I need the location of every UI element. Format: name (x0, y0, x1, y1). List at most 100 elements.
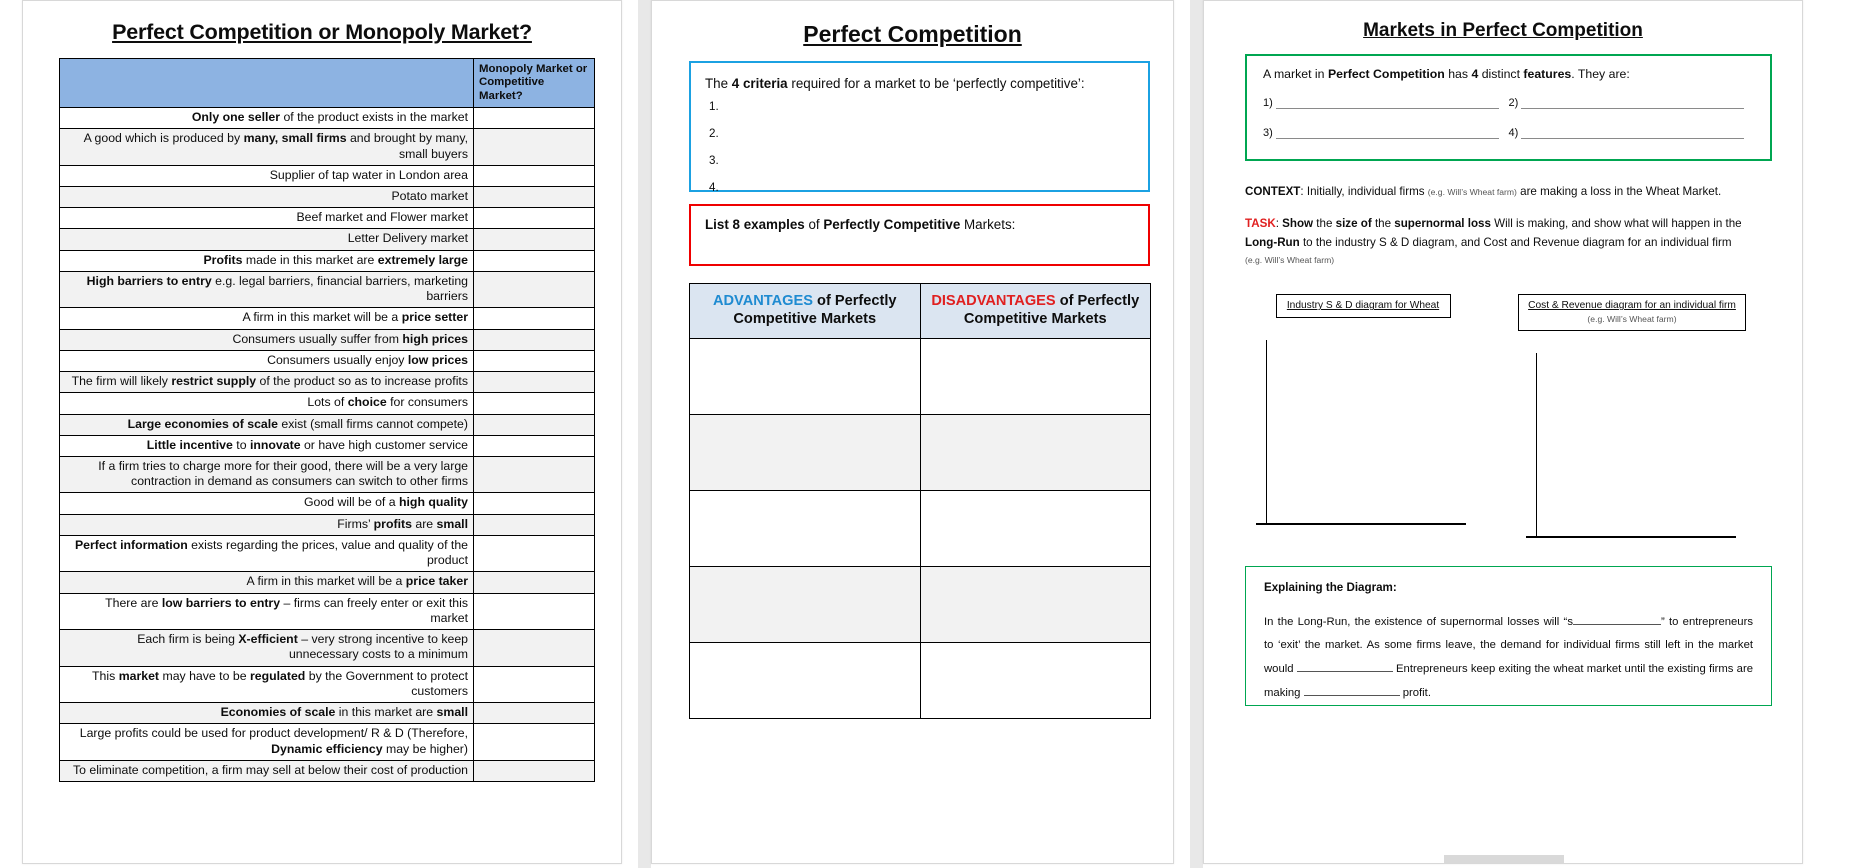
criteria-item[interactable]: 3. (709, 154, 719, 167)
advantage-cell[interactable] (689, 489, 921, 567)
left-gutter (0, 0, 22, 868)
statement-cell: If a firm tries to charge more for their… (59, 456, 474, 494)
table-row: Large profits could be used for product … (59, 723, 595, 761)
statement-cell: Potato market (59, 185, 474, 209)
feature-answer-item[interactable]: 1) (1263, 97, 1509, 109)
firm-diagram-axes[interactable] (1518, 352, 1748, 538)
table-row: Perfect information exists regarding the… (59, 534, 595, 573)
page-perfect-competition-or-monopoly: Perfect Competition or Monopoly Market? … (22, 0, 622, 864)
disadvantage-cell[interactable] (919, 413, 1151, 491)
feature-answer-line[interactable] (1275, 98, 1499, 109)
advantage-cell[interactable] (689, 337, 921, 415)
answer-cell[interactable] (473, 629, 595, 667)
criteria-item[interactable]: 2. (709, 127, 719, 140)
answer-cell[interactable] (473, 702, 595, 725)
table-row: Good will be of a high quality (59, 492, 595, 515)
advantage-cell[interactable] (689, 413, 921, 491)
answer-cell[interactable] (473, 665, 595, 704)
table-row: Economies of scale in this market are sm… (59, 702, 595, 725)
criteria-item[interactable]: 1. (709, 100, 719, 113)
answer-cell[interactable] (473, 207, 595, 230)
answer-cell[interactable] (473, 349, 595, 373)
answer-cell[interactable] (473, 413, 595, 436)
disadvantages-accent-label: DISADVANTAGES (931, 293, 1056, 309)
answer-cell[interactable] (473, 571, 595, 594)
advantage-cell[interactable] (689, 641, 921, 719)
answer-cell[interactable] (473, 249, 595, 272)
advantage-cell[interactable] (689, 565, 921, 643)
answer-cell[interactable] (473, 328, 595, 351)
advantages-accent-label: ADVANTAGES (712, 293, 813, 309)
feature-answer-item[interactable]: 4) (1509, 127, 1755, 139)
statement-cell: Only one seller of the product exists in… (59, 107, 474, 130)
answer-cell[interactable] (473, 371, 595, 394)
criteria-item[interactable]: 4. (709, 181, 719, 194)
answer-cell[interactable] (473, 307, 595, 330)
answer-cell[interactable] (473, 434, 595, 458)
answer-cell[interactable] (473, 185, 595, 209)
feature-answer-item[interactable]: 3) (1263, 127, 1509, 139)
firm-diagram-column: Cost & Revenue diagram for an individual… (1518, 294, 1748, 538)
answer-cell[interactable] (473, 456, 595, 494)
disadvantage-cell[interactable] (919, 565, 1151, 643)
answer-cell[interactable] (473, 723, 595, 761)
answer-cell[interactable] (473, 128, 595, 166)
statement-cell: Each firm is being X-efficient – very st… (59, 629, 474, 667)
feature-number: 2) (1508, 97, 1519, 109)
answer-cell[interactable] (473, 513, 595, 536)
answer-cell[interactable] (473, 392, 595, 415)
table-row: Little incentive to innovate or have hig… (59, 434, 595, 458)
statement-cell: To eliminate competition, a firm may sel… (59, 759, 474, 783)
explain-heading: Explaining the Diagram: (1264, 580, 1397, 594)
feature-answer-item[interactable]: 2) (1509, 97, 1755, 109)
pros-cons-row (689, 337, 1151, 415)
industry-diagram-axes[interactable] (1248, 339, 1478, 525)
statement-cell: Consumers usually enjoy low prices (59, 349, 474, 373)
pros-cons-row (689, 489, 1151, 567)
feature-answer-line[interactable] (1521, 98, 1744, 109)
statement-cell: Beef market and Flower market (59, 207, 474, 230)
answer-cell[interactable] (473, 270, 595, 309)
disadvantage-cell[interactable] (919, 337, 1151, 415)
answer-cell[interactable] (473, 164, 595, 187)
firm-diagram-label: Cost & Revenue diagram for an individual… (1518, 294, 1746, 331)
feature-answer-line[interactable] (1521, 128, 1744, 139)
industry-diagram-label: Industry S & D diagram for Wheat (1275, 294, 1451, 318)
table-row: Profits made in this market are extremel… (59, 249, 595, 272)
right-gutter (1803, 0, 1823, 868)
disadvantage-cell[interactable] (919, 489, 1151, 567)
answer-cell[interactable] (473, 107, 595, 130)
table-row: Consumers usually suffer from high price… (59, 328, 595, 351)
answer-cell[interactable] (473, 492, 595, 515)
x-axis (1526, 536, 1736, 538)
feature-answer-line[interactable] (1275, 128, 1499, 139)
market-classification-table: Monopoly Market or Competitive Market? O… (59, 57, 595, 783)
examples-box[interactable]: List 8 examples of Perfectly Competitive… (689, 204, 1150, 266)
explaining-the-diagram-box: Explaining the Diagram: In the Long-Run,… (1245, 565, 1772, 706)
table-row: Beef market and Flower market (59, 207, 595, 230)
answer-cell[interactable] (473, 759, 595, 783)
statement-cell: Large profits could be used for product … (59, 723, 474, 761)
statement-cell: Little incentive to innovate or have hig… (59, 434, 474, 458)
table-row: A good which is produced by many, small … (59, 128, 595, 166)
criteria-box: The 4 criteria required for a market to … (689, 61, 1150, 194)
criteria-lead: The 4 criteria required for a market to … (705, 76, 1085, 91)
disadvantage-cell[interactable] (919, 641, 1151, 719)
answer-cell[interactable] (473, 534, 595, 573)
advantages-disadvantages-table: ADVANTAGES of Perfectly Competitive Mark… (689, 283, 1151, 719)
table-header-row: Monopoly Market or Competitive Market? (59, 57, 595, 109)
table-row: Each firm is being X-efficient – very st… (59, 629, 595, 667)
answer-cell[interactable] (473, 228, 595, 251)
answer-cell[interactable] (473, 592, 595, 631)
table-header-statement (59, 57, 474, 109)
features-box: A market in Perfect Competition has 4 di… (1245, 54, 1772, 161)
page-scroll-strip-right[interactable] (1190, 0, 1203, 868)
page-scroll-strip-left[interactable] (638, 0, 651, 868)
table-row: Potato market (59, 185, 595, 209)
table-header-answer: Monopoly Market or Competitive Market? (473, 57, 595, 109)
statement-cell: High barriers to entry e.g. legal barrie… (59, 270, 474, 309)
table-row: If a firm tries to charge more for their… (59, 456, 595, 494)
features-lead: A market in Perfect Competition has 4 di… (1263, 67, 1630, 81)
pros-cons-row (689, 565, 1151, 643)
